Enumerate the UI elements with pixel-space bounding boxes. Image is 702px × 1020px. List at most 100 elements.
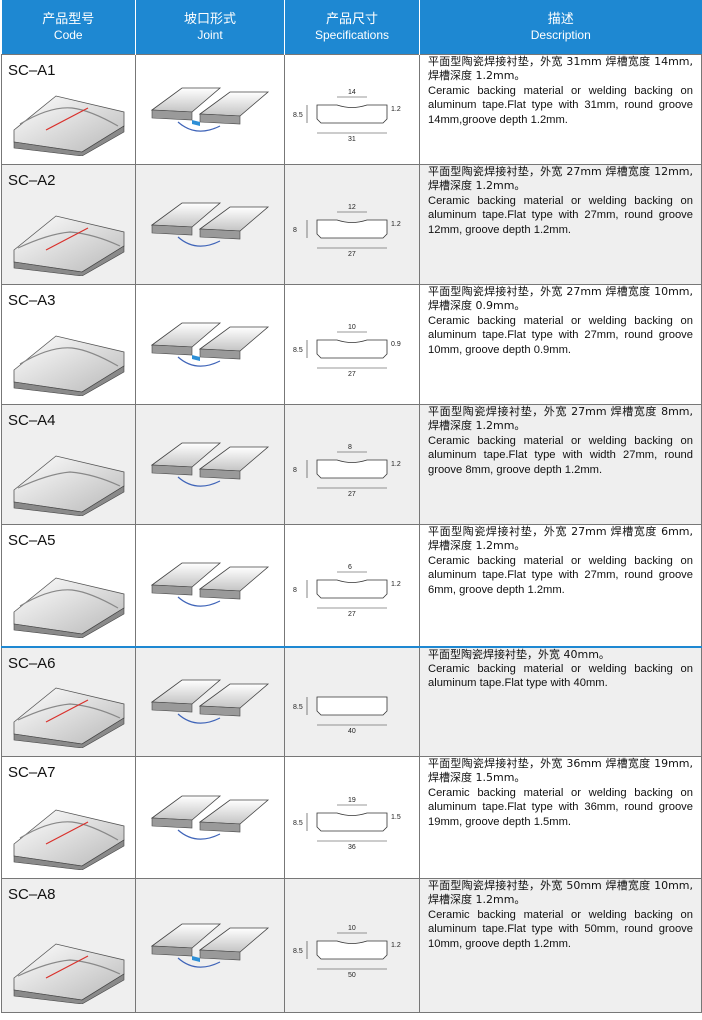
width-dim: 40 [348,728,356,735]
joint-cell [135,878,285,1013]
depth-dim: 1.2 [391,581,401,588]
table-row: SC–A3 27 8.5 10 0.9 平面型陶瓷焊接衬垫，外宽 27mm 焊槽… [1,284,702,405]
joint-cell [135,164,285,285]
groove-dim: 14 [348,89,356,96]
spec-drawing: 31 8.5 14 1.2 [293,89,401,143]
description-en: Ceramic backing material or welding back… [428,786,693,828]
joint-cell [135,54,285,165]
width-dim: 27 [348,251,356,258]
height-dim: 8.5 [293,820,303,827]
description-zh: 平面型陶瓷焊接衬垫，外宽 27mm 焊槽宽度 12mm, 焊槽深度 1.2mm。 [428,165,693,193]
width-dim: 50 [348,972,356,979]
description-en: Ceramic backing material or welding back… [428,434,693,476]
description-en: Ceramic backing material or welding back… [428,314,693,356]
depth-dim: 1.2 [391,461,401,468]
joint-image [150,87,270,132]
product-image [13,809,125,870]
description: 平面型陶瓷焊接衬垫，外宽 40mm。 Ceramic backing mater… [420,648,701,691]
spec-cell: 50 8.5 10 1.2 [284,878,420,1013]
code-cell: SC–A3 [1,284,136,405]
groove-dim: 12 [348,204,356,211]
groove-dim: 10 [348,324,356,331]
description: 平面型陶瓷焊接衬垫，外宽 27mm 焊槽宽度 12mm, 焊槽深度 1.2mm。… [420,165,701,237]
width-dim: 27 [348,371,356,378]
description: 平面型陶瓷焊接衬垫，外宽 50mm 焊槽宽度 10mm, 焊槽深度 1.2mm。… [420,879,701,951]
description-zh: 平面型陶瓷焊接衬垫，外宽 27mm 焊槽宽度 10mm, 焊槽深度 0.9mm。 [428,285,693,313]
description-cell: 平面型陶瓷焊接衬垫，外宽 50mm 焊槽宽度 10mm, 焊槽深度 1.2mm。… [419,878,702,1013]
width-dim: 31 [348,136,356,143]
groove-dim: 10 [348,925,356,932]
product-code: SC–A3 [8,292,56,309]
spec-drawing: 40 8.5 [293,696,388,735]
joint-cell [135,756,285,879]
product-image [13,687,125,748]
width-dim: 36 [348,844,356,851]
product-image [13,943,125,1004]
groove-dim: 19 [348,797,356,804]
depth-dim: 0.9 [391,341,401,348]
description-zh: 平面型陶瓷焊接衬垫，外宽 27mm 焊槽宽度 6mm, 焊槽深度 1.2mm。 [428,525,693,553]
description: 平面型陶瓷焊接衬垫，外宽 27mm 焊槽宽度 6mm, 焊槽深度 1.2mm。 … [420,525,701,597]
description-cell: 平面型陶瓷焊接衬垫，外宽 36mm 焊槽宽度 19mm, 焊槽深度 1.5mm。… [419,756,702,879]
product-code: SC–A5 [8,532,56,549]
joint-image [150,202,270,247]
spec-cell: 36 8.5 19 1.5 [284,756,420,879]
product-code: SC–A7 [8,764,56,781]
code-cell: SC–A1 [1,54,136,165]
groove-dim: 8 [348,444,352,451]
joint-cell [135,404,285,525]
table-row: SC–A6 40 8.5 平面型陶瓷焊接衬垫，外宽 40mm。 Ceramic … [1,645,702,757]
joint-image [150,795,270,840]
spec-drawing: 27 8 6 1.2 [293,564,401,618]
width-dim: 27 [348,611,356,618]
joint-image [150,442,270,487]
joint-image [150,322,270,367]
depth-dim: 1.5 [391,814,401,821]
joint-image [150,562,270,607]
spec-drawing: 50 8.5 10 1.2 [293,925,401,979]
description-cell: 平面型陶瓷焊接衬垫，外宽 27mm 焊槽宽度 8mm, 焊槽深度 1.2mm。 … [419,404,702,525]
product-image [13,215,125,276]
description-en: Ceramic backing material or welding back… [428,908,693,950]
height-dim: 8.5 [293,704,303,711]
spec-drawing: 36 8.5 19 1.5 [293,797,401,851]
code-cell: SC–A8 [1,878,136,1013]
joint-image [150,679,270,724]
description: 平面型陶瓷焊接衬垫，外宽 36mm 焊槽宽度 19mm, 焊槽深度 1.5mm。… [420,757,701,829]
spec-cell: 27 8 12 1.2 [284,164,420,285]
description-cell: 平面型陶瓷焊接衬垫，外宽 31mm 焊槽宽度 14mm, 焊槽深度 1.2mm。… [419,54,702,165]
description-en: Ceramic backing material or welding back… [428,662,693,690]
table-row: SC–A2 27 8 12 1.2 平面型陶瓷焊接衬垫，外宽 27mm 焊槽宽度… [1,164,702,285]
joint-cell [135,284,285,405]
spec-cell: 27 8 6 1.2 [284,524,420,647]
description-zh: 平面型陶瓷焊接衬垫，外宽 36mm 焊槽宽度 19mm, 焊槽深度 1.5mm。 [428,757,693,785]
description-zh: 平面型陶瓷焊接衬垫，外宽 40mm。 [428,647,610,661]
description: 平面型陶瓷焊接衬垫，外宽 31mm 焊槽宽度 14mm, 焊槽深度 1.2mm。… [420,55,701,127]
height-dim: 8.5 [293,347,303,354]
depth-dim: 1.2 [391,221,401,228]
table-row: SC–A5 27 8 6 1.2 平面型陶瓷焊接衬垫，外宽 27mm 焊槽宽度 … [1,524,702,647]
height-dim: 8.5 [293,948,303,955]
description-zh: 平面型陶瓷焊接衬垫，外宽 27mm 焊槽宽度 8mm, 焊槽深度 1.2mm。 [428,405,693,433]
spec-drawing: 27 8 8 1.2 [293,444,401,498]
product-image [13,335,125,396]
product-code: SC–A4 [8,412,56,429]
table-row: SC–A7 36 8.5 19 1.5 平面型陶瓷焊接衬垫，外宽 36mm 焊槽… [1,756,702,879]
groove-dim: 6 [348,564,352,571]
code-cell: SC–A6 [1,645,136,757]
product-image [13,455,125,516]
table-row: SC–A1 31 8.5 14 1.2 平面型陶瓷焊接衬垫，外宽 31mm 焊槽… [1,54,702,165]
table-row: SC–A4 27 8 8 1.2 平面型陶瓷焊接衬垫，外宽 27mm 焊槽宽度 … [1,404,702,525]
height-dim: 8 [293,227,297,234]
spec-cell: 27 8.5 10 0.9 [284,284,420,405]
code-cell: SC–A2 [1,164,136,285]
joint-cell [135,645,285,757]
spec-cell: 40 8.5 [284,645,420,757]
product-image [13,577,125,638]
height-dim: 8.5 [293,112,303,119]
height-dim: 8 [293,467,297,474]
description-en: Ceramic backing material or welding back… [428,84,693,126]
